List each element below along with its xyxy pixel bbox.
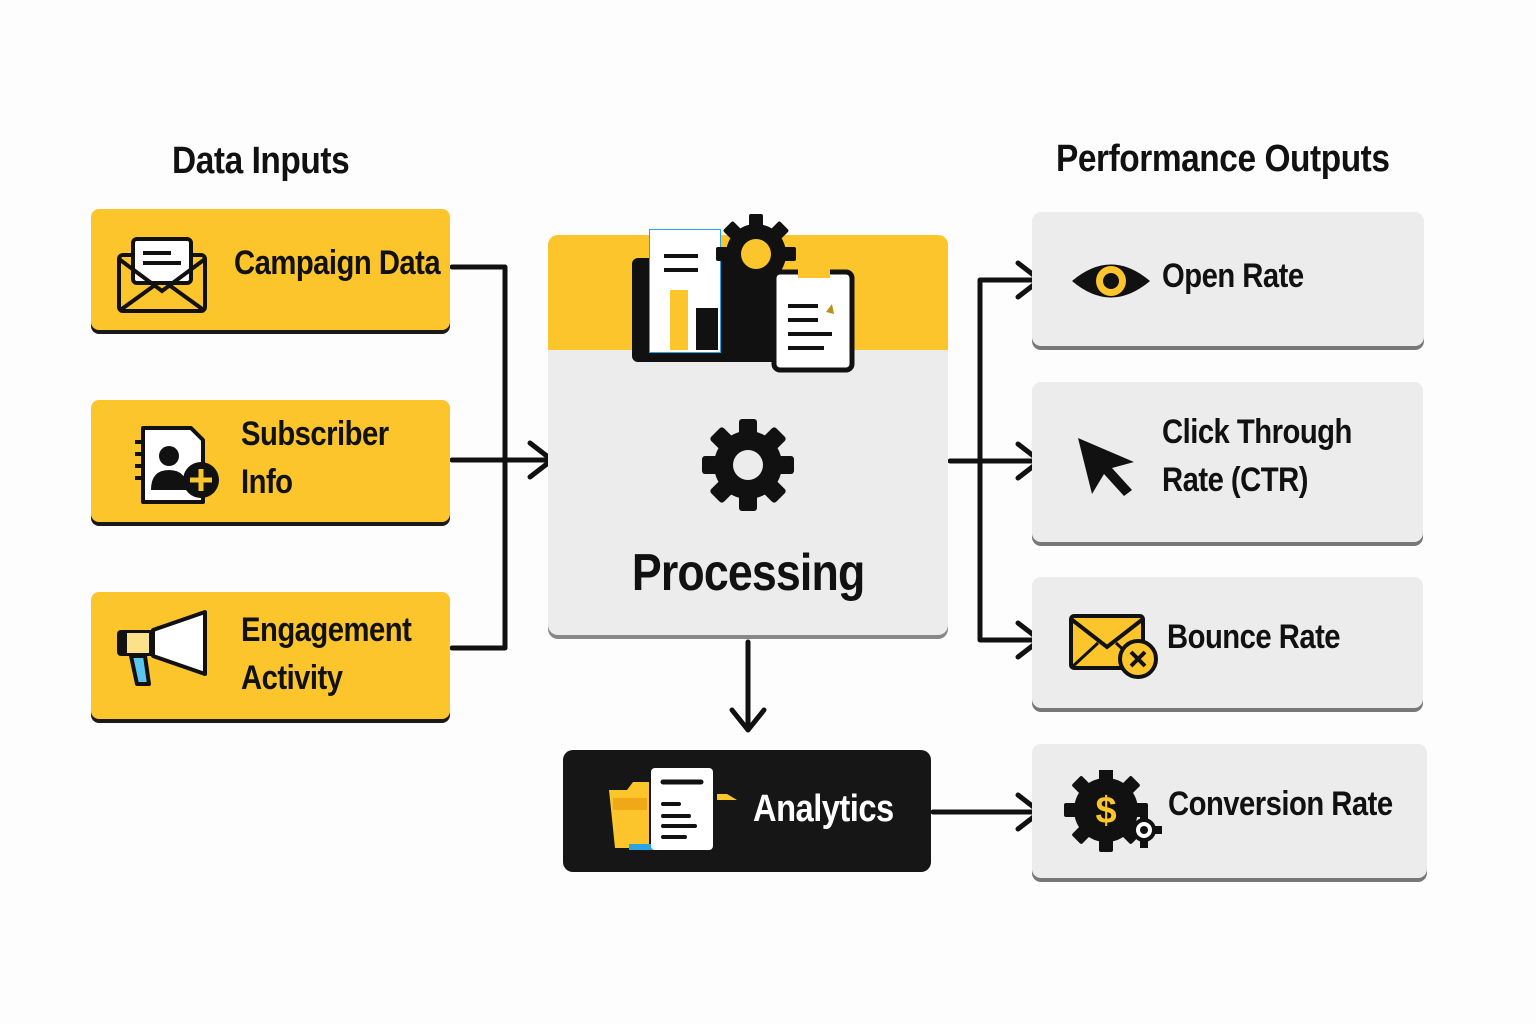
eye-icon bbox=[1072, 264, 1150, 298]
output-label: Open Rate bbox=[1162, 257, 1304, 295]
gear-icon bbox=[702, 419, 794, 511]
svg-text:$: $ bbox=[1095, 790, 1116, 832]
outputs-heading: Performance Outputs bbox=[1056, 138, 1390, 180]
output-open-rate[interactable]: Open Rate bbox=[1032, 212, 1424, 346]
output-label: Bounce Rate bbox=[1167, 618, 1341, 656]
envelope-document-icon bbox=[117, 237, 207, 313]
output-label-line-1: Click Through bbox=[1162, 413, 1352, 451]
processing-label: Processing bbox=[631, 544, 865, 602]
input-subscriber-info[interactable]: Subscriber Info bbox=[91, 400, 450, 522]
megaphone-icon bbox=[117, 610, 207, 686]
folder-document-icon bbox=[609, 768, 737, 850]
input-label: Campaign Data bbox=[234, 244, 441, 282]
input-campaign-data[interactable]: Campaign Data bbox=[91, 209, 450, 330]
arrowhead-analytics bbox=[729, 707, 767, 733]
analytics-label: Analytics bbox=[753, 788, 894, 830]
dollar-gear-icon: $ bbox=[1064, 770, 1162, 852]
input-engagement-activity[interactable]: Engagement Activity bbox=[91, 592, 450, 719]
report-chart-gear-clipboard-icon bbox=[632, 214, 855, 373]
cursor-arrow-icon bbox=[1078, 438, 1134, 496]
output-bounce-rate[interactable]: Bounce Rate bbox=[1032, 577, 1423, 708]
output-label-line-2: Rate (CTR) bbox=[1162, 461, 1308, 499]
analytics-node[interactable]: Analytics bbox=[563, 750, 931, 872]
output-conversion-rate[interactable]: $ Conversion Rate bbox=[1032, 744, 1427, 878]
contact-add-icon bbox=[135, 426, 219, 504]
input-label-line-2: Info bbox=[241, 463, 293, 501]
output-label: Conversion Rate bbox=[1168, 785, 1393, 823]
input-label-line-1: Subscriber bbox=[241, 415, 389, 453]
inputs-heading: Data Inputs bbox=[172, 140, 350, 182]
connector-output-bus bbox=[977, 277, 1041, 643]
input-label-line-2: Activity bbox=[241, 659, 343, 697]
output-click-through-rate[interactable]: Click Through Rate (CTR) bbox=[1032, 382, 1423, 542]
envelope-x-icon bbox=[1069, 614, 1158, 679]
input-label-line-1: Engagement bbox=[241, 611, 412, 649]
